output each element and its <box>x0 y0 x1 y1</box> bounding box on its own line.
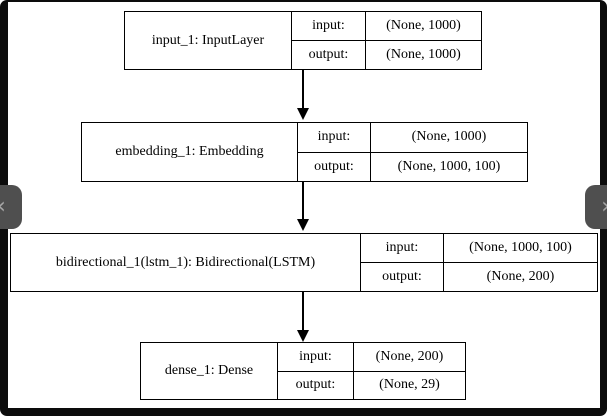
layer-name: dense_1: Dense <box>141 343 278 399</box>
layer-name: embedding_1: Embedding <box>82 123 298 181</box>
output-shape: (None, 1000, 100) <box>397 158 501 174</box>
input-shape: (None, 200) <box>375 348 444 364</box>
io-row-output: output: (None, 1000, 100) <box>298 152 527 181</box>
input-label: input: <box>278 343 354 371</box>
input-label: input: <box>361 234 444 262</box>
io-row-input: input: (None, 1000) <box>298 123 527 153</box>
output-label: output: <box>361 263 444 291</box>
output-label: output: <box>292 41 366 69</box>
io-row-output: output: (None, 29) <box>278 371 465 399</box>
layer-node-dense: dense_1: Dense input: (None, 200) output… <box>140 342 466 400</box>
layer-node-embedding: embedding_1: Embedding input: (None, 100… <box>81 122 528 182</box>
chevron-right-icon: › <box>601 196 607 218</box>
io-row-input: input: (None, 1000) <box>292 12 481 41</box>
arrow-head-icon <box>297 330 309 342</box>
chevron-left-icon: ‹ <box>0 196 6 218</box>
prev-handle-button[interactable]: ‹ <box>0 185 22 229</box>
arrow-head-icon <box>297 219 309 231</box>
layer-node-input: input_1: InputLayer input: (None, 1000) … <box>124 11 482 70</box>
input-label: input: <box>298 123 371 152</box>
io-table: input: (None, 1000, 100) output: (None, … <box>361 234 597 291</box>
output-label: output: <box>298 152 371 181</box>
io-table: input: (None, 1000) output: (None, 1000,… <box>298 123 527 181</box>
arrow-line <box>302 182 304 219</box>
layer-name: input_1: InputLayer <box>125 12 292 69</box>
output-shape: (None, 1000) <box>386 47 461 62</box>
io-row-output: output: (None, 200) <box>361 263 597 291</box>
input-label: input: <box>292 12 366 40</box>
io-table: input: (None, 200) output: (None, 29) <box>278 343 465 399</box>
arrow-line <box>302 70 304 108</box>
next-handle-button[interactable]: › <box>585 185 607 229</box>
arrow-head-icon <box>297 108 309 120</box>
io-row-output: output: (None, 1000) <box>292 41 481 69</box>
io-table: input: (None, 1000) output: (None, 1000) <box>292 12 481 69</box>
output-shape: (None, 200) <box>486 269 555 284</box>
input-shape: (None, 1000) <box>411 129 487 145</box>
layer-name: bidirectional_1(lstm_1): Bidirectional(L… <box>11 234 361 291</box>
io-row-input: input: (None, 200) <box>278 343 465 372</box>
input-shape: (None, 1000, 100) <box>469 240 572 255</box>
output-label: output: <box>278 371 354 399</box>
arrow-line <box>302 292 304 330</box>
output-shape: (None, 29) <box>379 377 440 393</box>
io-row-input: input: (None, 1000, 100) <box>361 234 597 263</box>
layer-node-bidirectional: bidirectional_1(lstm_1): Bidirectional(L… <box>10 233 598 292</box>
input-shape: (None, 1000) <box>386 18 461 33</box>
